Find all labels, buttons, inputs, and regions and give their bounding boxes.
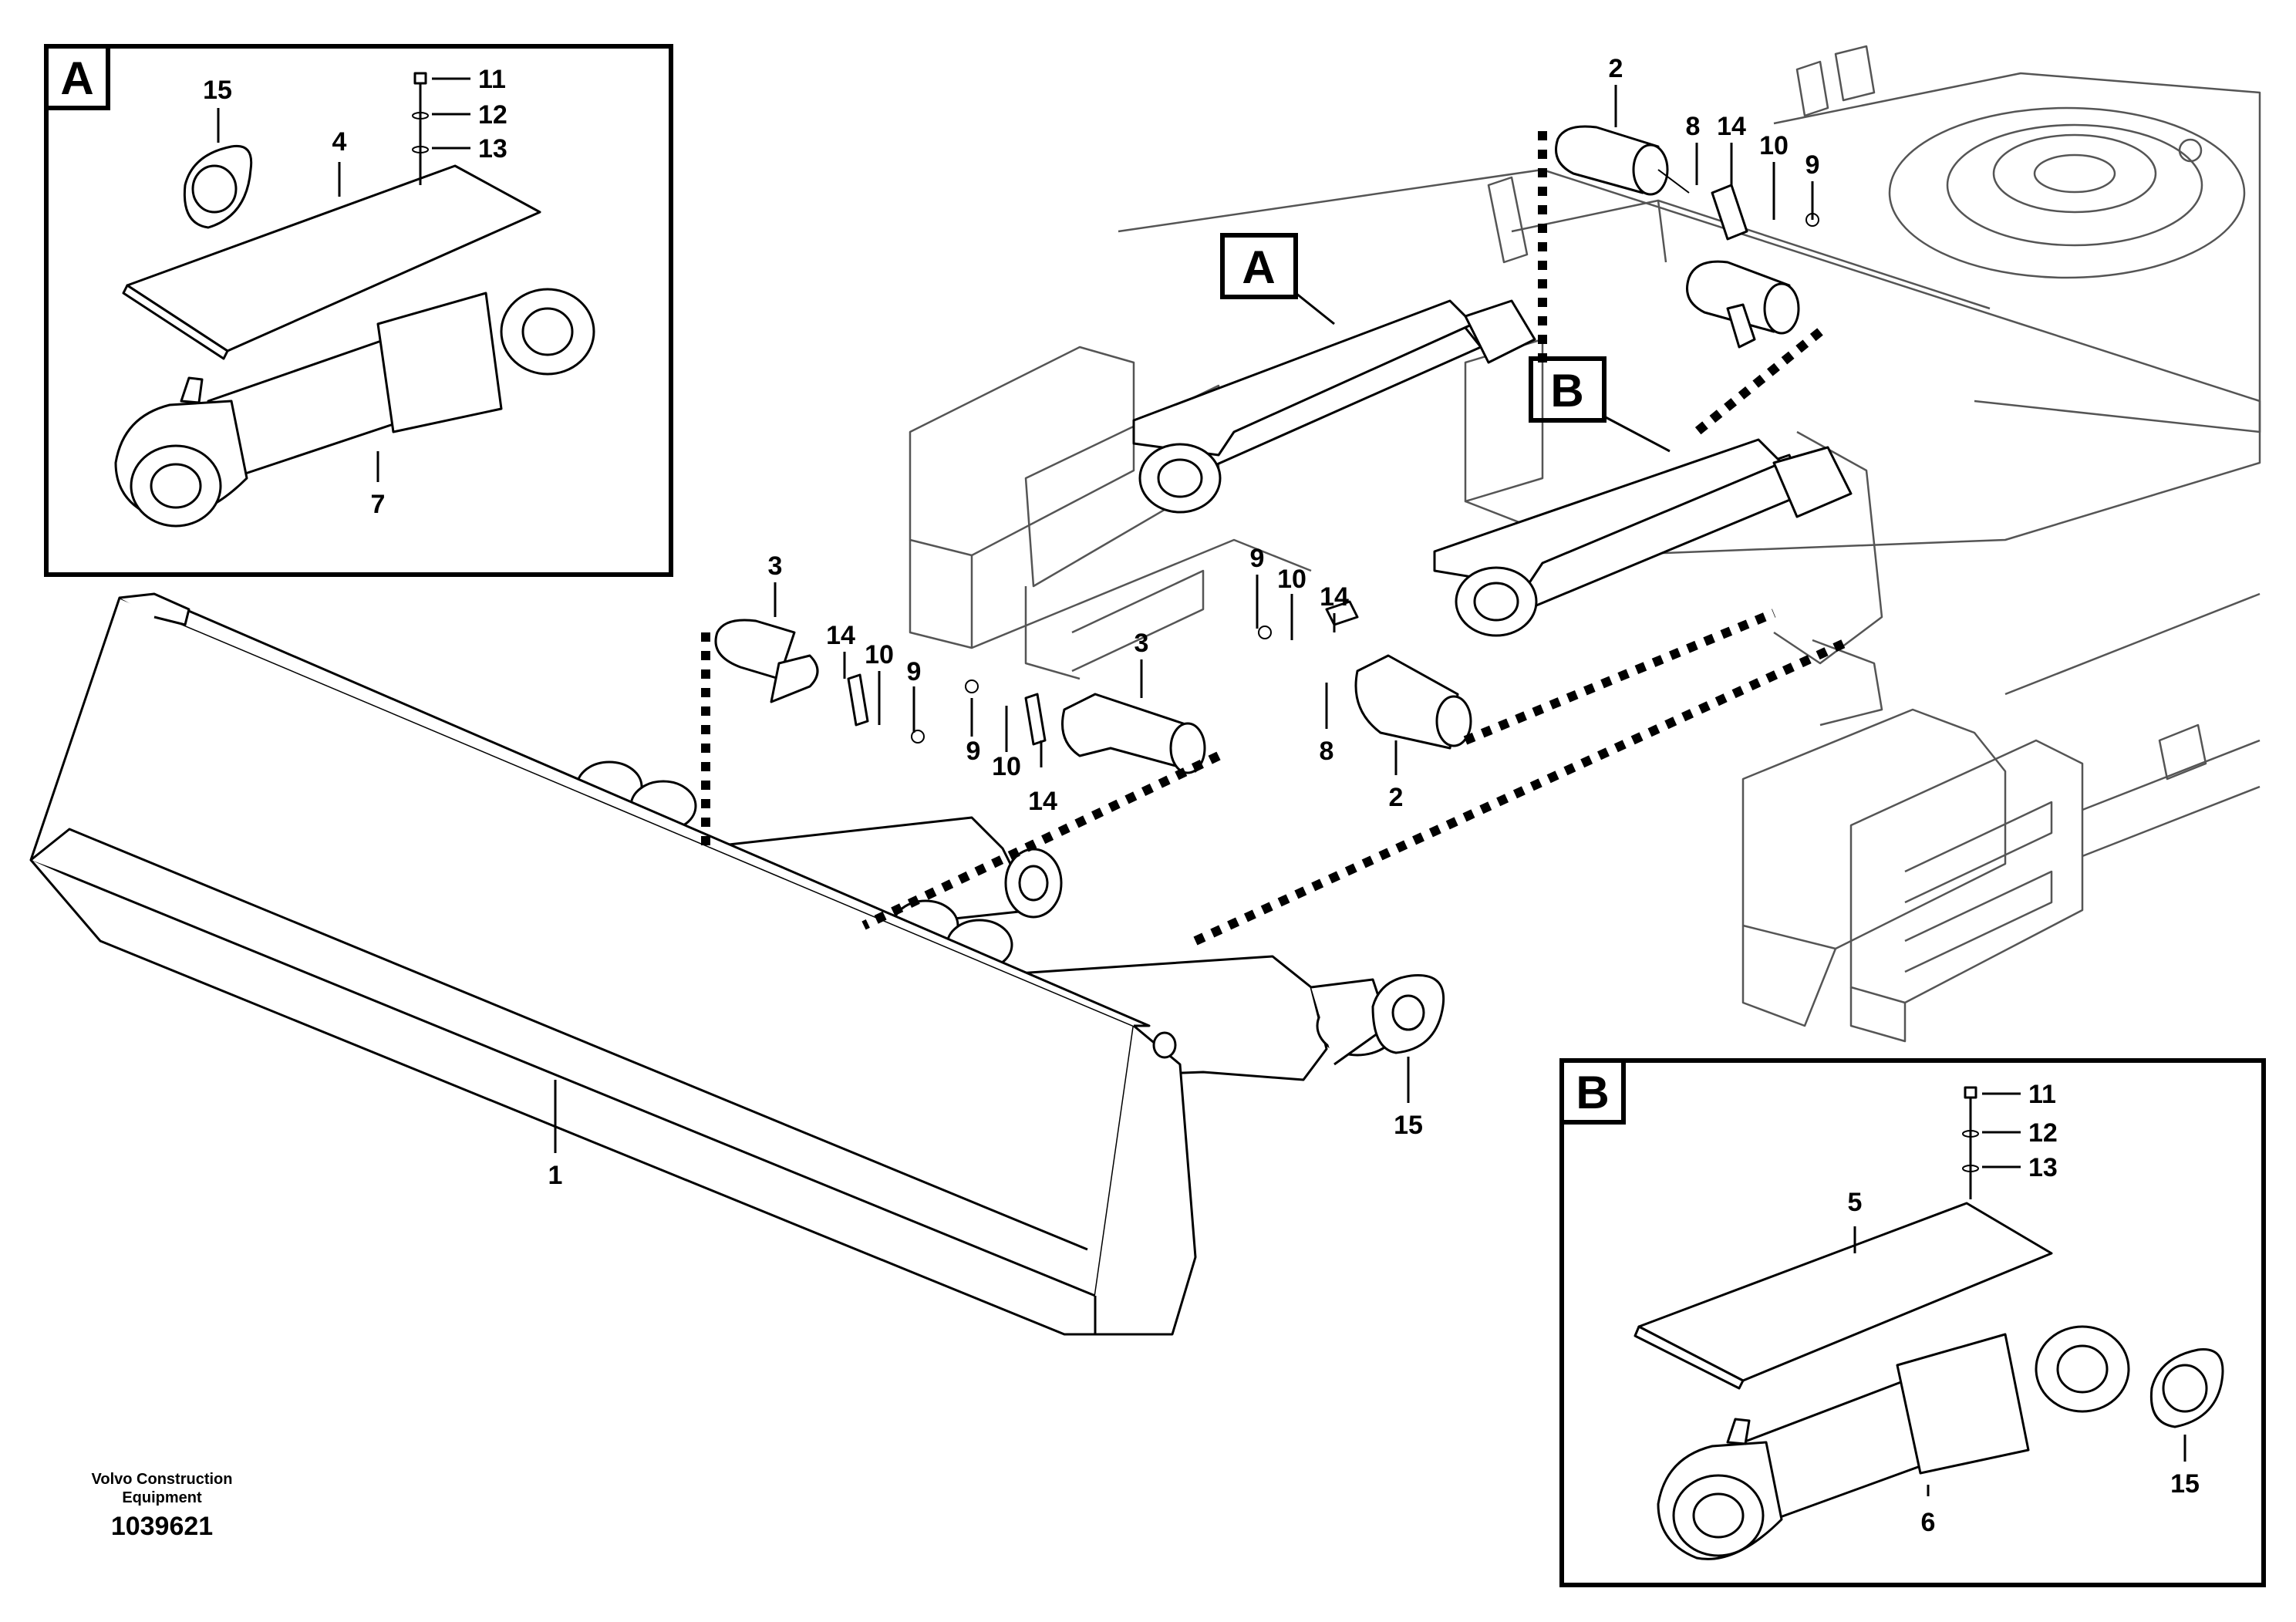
callout-mid-9: 9 [1250, 544, 1265, 573]
detail-view-b: B 11 12 13 5 15 6 [1559, 1058, 2266, 1587]
detail-a-tag: A [60, 52, 93, 104]
callout-left-10: 10 [865, 640, 894, 669]
detail-b-item-15: 15 [2170, 1469, 2200, 1499]
pin-2-right [1686, 260, 1800, 335]
callout-low-9: 9 [966, 737, 981, 766]
callout-top-14: 14 [1717, 112, 1746, 141]
main-tag-a: A [1242, 241, 1275, 293]
manufacturer-line-1: Volvo Construction [91, 1471, 233, 1488]
manufacturer-label: Volvo Construction Equipment [62, 1470, 262, 1507]
pin-2-top [1555, 125, 1690, 196]
callout-low-14: 14 [1028, 787, 1057, 816]
pin-3-center [1061, 693, 1206, 774]
pin-2-mid [1354, 654, 1472, 750]
callout-mid-8: 8 [1320, 737, 1334, 766]
detail-b-item-6: 6 [1921, 1508, 1936, 1537]
manufacturer-line-2: Equipment [122, 1489, 202, 1506]
detail-a-item-11: 11 [478, 65, 506, 94]
callout-top-2: 2 [1609, 54, 1623, 83]
detail-a-item-13: 13 [478, 134, 507, 164]
detail-a-item-4: 4 [332, 127, 347, 157]
detail-b-item-13: 13 [2028, 1153, 2058, 1182]
detail-b-item-12: 12 [2028, 1118, 2058, 1148]
pin-3-left [714, 619, 819, 703]
cylinder-a-installed [1132, 299, 1536, 514]
callout-shim-15: 15 [1394, 1111, 1423, 1140]
callout-top-8: 8 [1686, 112, 1701, 141]
main-tag-b: B [1550, 365, 1583, 416]
drawing-number: 1039621 [110, 1512, 214, 1541]
dozer-blade [29, 592, 1445, 1336]
callout-left-14: 14 [826, 621, 855, 650]
callout-low-10: 10 [992, 752, 1021, 781]
callout-mid-14: 14 [1320, 582, 1349, 612]
callout-top-9: 9 [1805, 150, 1820, 180]
callout-blade-1: 1 [548, 1161, 563, 1190]
detail-a-item-7: 7 [371, 490, 386, 519]
lock-hardware [847, 184, 1819, 746]
assembly-dashed-lines [701, 131, 1853, 946]
detail-a-item-12: 12 [478, 100, 507, 130]
detail-b-tag: B [1576, 1067, 1609, 1118]
callout-center-3: 3 [1135, 629, 1149, 658]
detail-b-item-11: 11 [2028, 1080, 2056, 1109]
detail-a-item-15: 15 [203, 76, 232, 105]
callout-mid-10: 10 [1277, 565, 1306, 594]
callout-left-3: 3 [768, 551, 783, 581]
main-callouts: A B 2 8 14 10 9 9 10 14 8 2 3 14 10 [548, 54, 1820, 1190]
detail-b-item-5: 5 [1848, 1188, 1863, 1217]
detail-view-a: A 15 4 11 12 13 7 [44, 44, 673, 577]
cylinder-b-installed [1433, 438, 1853, 637]
callout-mid-2: 2 [1389, 783, 1404, 812]
callout-left-9: 9 [907, 657, 922, 686]
callout-top-10: 10 [1759, 131, 1789, 160]
